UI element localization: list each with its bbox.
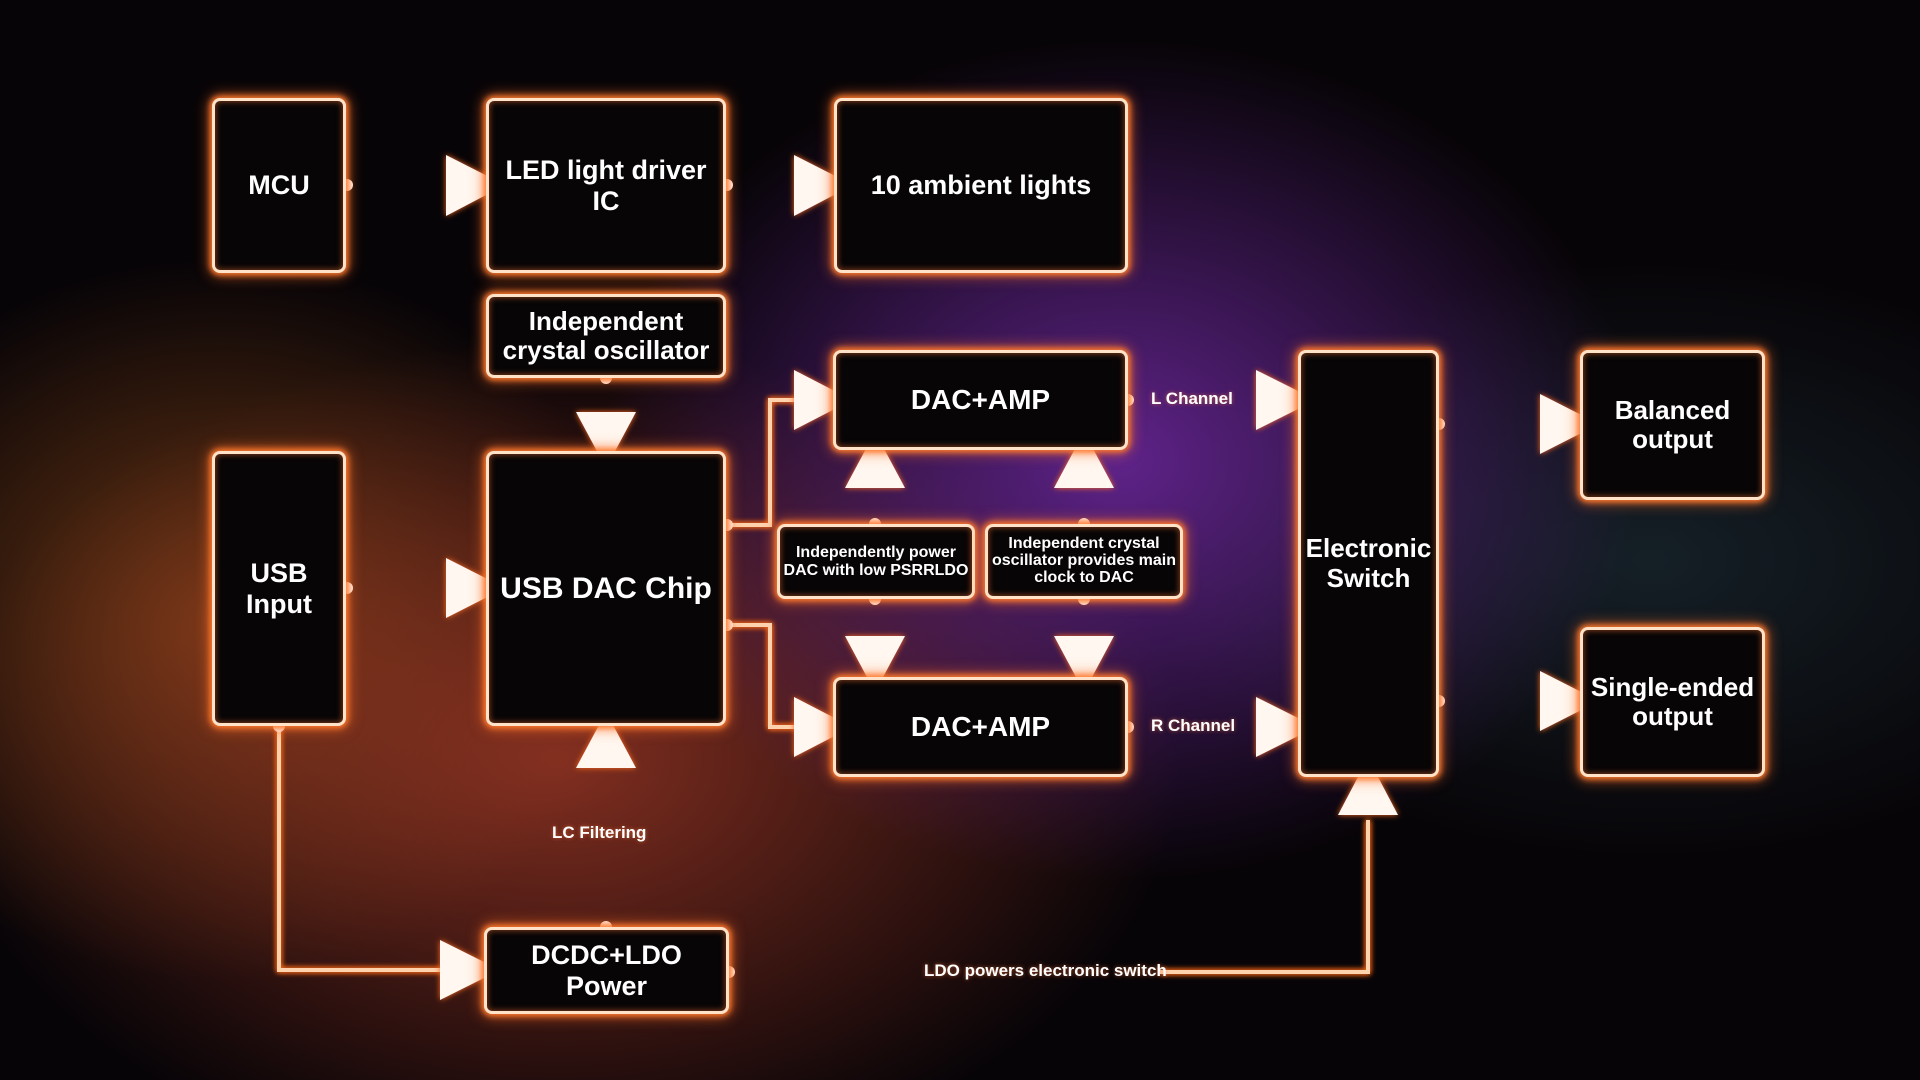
switch-label-line1: Electronic xyxy=(1305,533,1432,564)
clock-note-line3: clock to DAC xyxy=(1034,568,1134,586)
l-channel-label: L Channel xyxy=(1151,389,1233,408)
wire-dac-bottom xyxy=(727,623,800,729)
single-ended-output-block: Single-ended output xyxy=(1580,627,1765,777)
wire-dac-top xyxy=(727,398,800,527)
led-driver-label: LED light driver IC xyxy=(505,155,707,216)
balanced-output-block: Balanced output xyxy=(1580,350,1765,500)
arrow-to-usb-dac-from-usb xyxy=(446,558,505,618)
crystal-label-line2: crystal oscillator xyxy=(502,335,710,365)
arrow-l-channel-to-switch xyxy=(1256,370,1316,430)
arrow-to-ambient-lights xyxy=(794,155,853,216)
arrow-to-dac-bottom xyxy=(794,697,852,757)
ldo-switch-label: LDO powers electronic switch xyxy=(924,961,1167,980)
arrow-ldo-to-switch xyxy=(1338,758,1398,815)
arrow-to-power xyxy=(440,940,500,1000)
ambient-lights-block: 10 ambient lights xyxy=(834,98,1128,273)
balanced-label-line2: output xyxy=(1632,424,1713,454)
arrow-clock-to-dac-bottom xyxy=(1054,636,1114,692)
lc-filtering-label: LC Filtering xyxy=(552,823,647,842)
wire-ldo-b xyxy=(1160,820,1370,974)
electronic-switch-block: Electronic Switch xyxy=(1298,350,1439,777)
single-ended-label-line1: Single-ended xyxy=(1590,671,1755,702)
switch-label-line2: Switch xyxy=(1326,562,1411,593)
power-note-block: Independently power DAC with low PSRRLDO xyxy=(777,524,975,599)
crystal-oscillator-block: Independent crystal oscillator xyxy=(486,294,726,378)
dac-amp-top-block: DAC+AMP xyxy=(833,350,1128,450)
led-driver-block: LED light driver IC xyxy=(486,98,726,273)
clock-note-block: Independent crystal oscillator provides … xyxy=(985,524,1183,599)
power-note-line2: DAC with low PSRRLDO xyxy=(783,561,969,579)
usb-input-label: USB Input xyxy=(246,558,312,619)
single-ended-label-line2: output xyxy=(1632,701,1713,731)
arrow-power-to-usb-dac xyxy=(576,712,636,768)
clock-note-line2: oscillator provides main xyxy=(991,552,1177,570)
r-channel-label: R Channel xyxy=(1151,716,1236,735)
arrow-to-single-ended xyxy=(1540,671,1599,731)
dac-amp-bottom-label: DAC+AMP xyxy=(910,711,1051,743)
arrow-r-channel-to-switch xyxy=(1256,697,1316,757)
mcu-label: MCU xyxy=(248,170,310,201)
balanced-label-line1: Balanced xyxy=(1614,394,1731,425)
usb-dac-chip-block: USB DAC Chip xyxy=(486,451,726,726)
mcu-block: MCU xyxy=(212,98,346,273)
dcdc-ldo-power-block: DCDC+LDO Power xyxy=(484,927,729,1014)
arrow-power-to-dac-top xyxy=(845,432,905,488)
power-note-line1: Independently power xyxy=(795,543,956,561)
arrow-clock-to-dac-top xyxy=(1054,432,1114,488)
usb-dac-chip-label: USB DAC Chip xyxy=(500,571,712,605)
arrow-power-to-dac-bottom xyxy=(845,636,905,692)
arrow-to-balanced xyxy=(1540,394,1599,454)
clock-note-line1: Independent crystal xyxy=(1008,535,1160,553)
wire-usb-to-power xyxy=(277,726,446,972)
usb-input-block: USB Input xyxy=(212,451,346,726)
arrow-to-dac-top xyxy=(794,370,852,430)
arrow-to-led-driver xyxy=(446,155,505,216)
dcdc-ldo-power-label: DCDC+LDO Power xyxy=(531,940,682,1001)
dac-amp-bottom-block: DAC+AMP xyxy=(833,677,1128,777)
ambient-lights-label: 10 ambient lights xyxy=(870,170,1092,201)
crystal-label-line1: Independent xyxy=(528,305,684,336)
dac-amp-top-label: DAC+AMP xyxy=(910,384,1051,416)
arrow-to-usb-dac-from-crystal xyxy=(576,412,636,468)
